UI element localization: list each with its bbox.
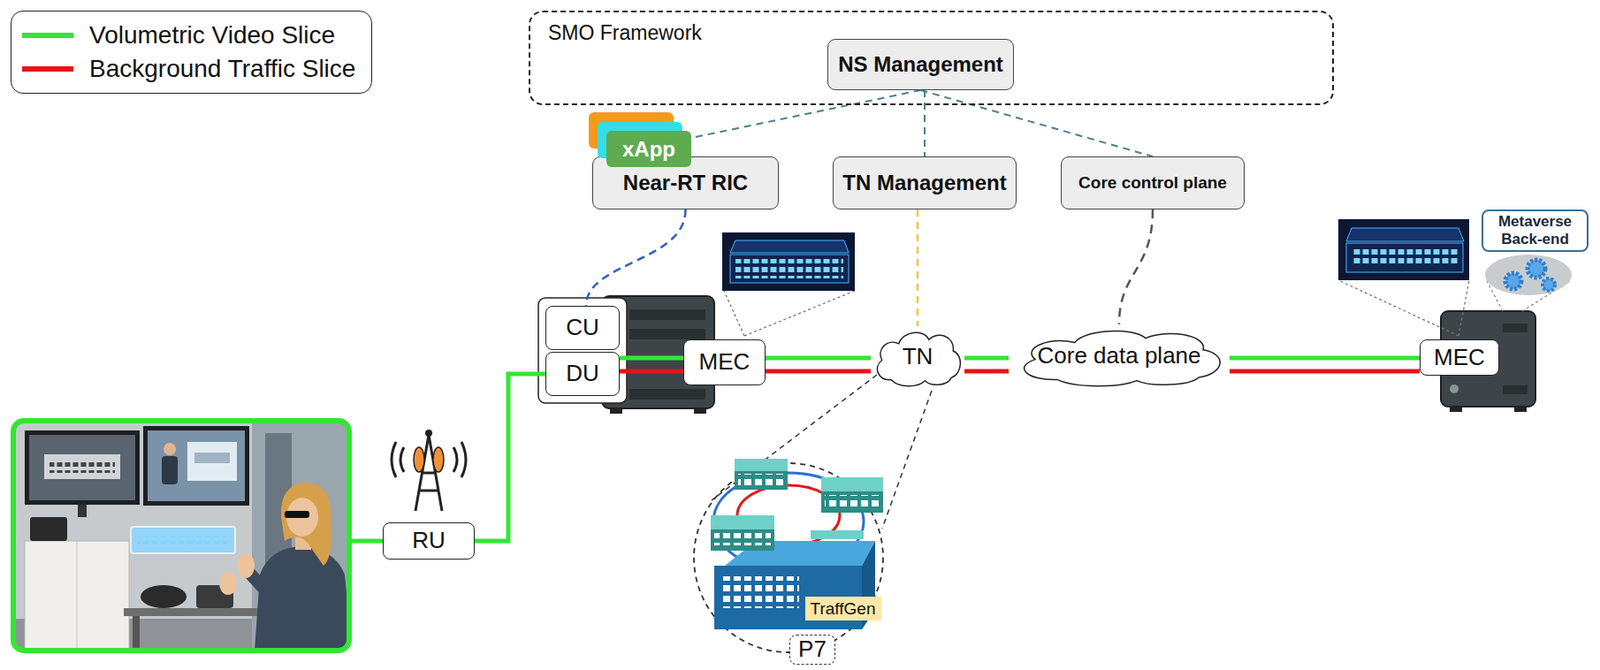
fronthaul-link xyxy=(474,373,546,541)
cloud-outline xyxy=(876,332,960,387)
network-cloud: Core data plane xyxy=(1008,324,1230,389)
frame-title: SMO Framework xyxy=(548,21,702,45)
du-box: DU xyxy=(545,351,620,397)
slice-link xyxy=(619,369,684,374)
node-label: NS Management xyxy=(838,52,1004,77)
node-label: MEC xyxy=(699,349,751,376)
backend-callout: Metaverse Back-end xyxy=(1481,209,1589,252)
cu-box: CU xyxy=(545,305,620,351)
ru-box: RU xyxy=(382,522,475,560)
slice-link xyxy=(765,369,871,374)
p7-testbed-illustration xyxy=(693,374,932,653)
legend-text: Background Traffic Slice xyxy=(89,54,356,84)
slice-link xyxy=(964,369,1009,374)
slice-link xyxy=(1229,369,1420,374)
control-link xyxy=(691,90,922,138)
node-label: TN Management xyxy=(842,170,1006,196)
node-label: Metaverse Back-end xyxy=(1486,213,1584,248)
radio-link xyxy=(351,539,383,544)
management-box: TN Management xyxy=(832,156,1017,210)
node-label: Core control plane xyxy=(1078,173,1227,193)
node-label: MEC xyxy=(1433,344,1486,372)
slice-link xyxy=(1229,356,1420,361)
node-label: RU xyxy=(411,527,446,555)
mec-label: MEC xyxy=(683,339,766,386)
node-label: CU xyxy=(565,314,600,342)
framework-frame: SMO Framework NS Management xyxy=(528,10,1334,106)
node-label: TN xyxy=(902,343,934,371)
control-link xyxy=(923,90,926,157)
node-label: xApp xyxy=(622,137,676,162)
generator-tag: TraffGen xyxy=(805,596,882,621)
slice-link xyxy=(964,356,1009,361)
management-box: NS Management xyxy=(827,38,1014,91)
control-link xyxy=(1119,209,1153,325)
node-label: Near-RT RIC xyxy=(623,170,748,196)
slice-link xyxy=(619,356,684,361)
antenna-symbol xyxy=(391,429,466,511)
node-label: P7 xyxy=(798,636,827,663)
switch-image xyxy=(722,232,855,336)
switch-image xyxy=(1338,219,1470,336)
network-cloud: TN xyxy=(870,326,965,389)
node-label: DU xyxy=(565,360,600,388)
legend-box: Volumetric Video SliceBackground Traffic… xyxy=(10,10,373,94)
node-label: TraffGen xyxy=(810,599,877,619)
photo-illustration xyxy=(13,420,350,651)
legend-swatch xyxy=(22,66,74,72)
control-link xyxy=(586,209,686,306)
slice-link xyxy=(765,356,871,361)
photo-frame xyxy=(13,420,350,651)
xapp-card: xApp xyxy=(606,130,692,168)
legend-row: Volumetric Video Slice xyxy=(22,18,356,53)
gear-callout xyxy=(1485,254,1572,312)
node-label: Core data plane xyxy=(1036,342,1201,370)
legend-text: Volumetric Video Slice xyxy=(89,21,336,50)
control-plane-box: Core control plane xyxy=(1060,156,1245,210)
cloud-outline xyxy=(1024,330,1221,386)
legend-swatch xyxy=(22,32,74,39)
panel-tag: P7 xyxy=(789,634,836,665)
legend-row: Background Traffic Slice xyxy=(22,52,356,86)
mec-label: MEC xyxy=(1419,339,1500,376)
control-link xyxy=(921,90,1154,157)
control-link xyxy=(916,209,920,327)
